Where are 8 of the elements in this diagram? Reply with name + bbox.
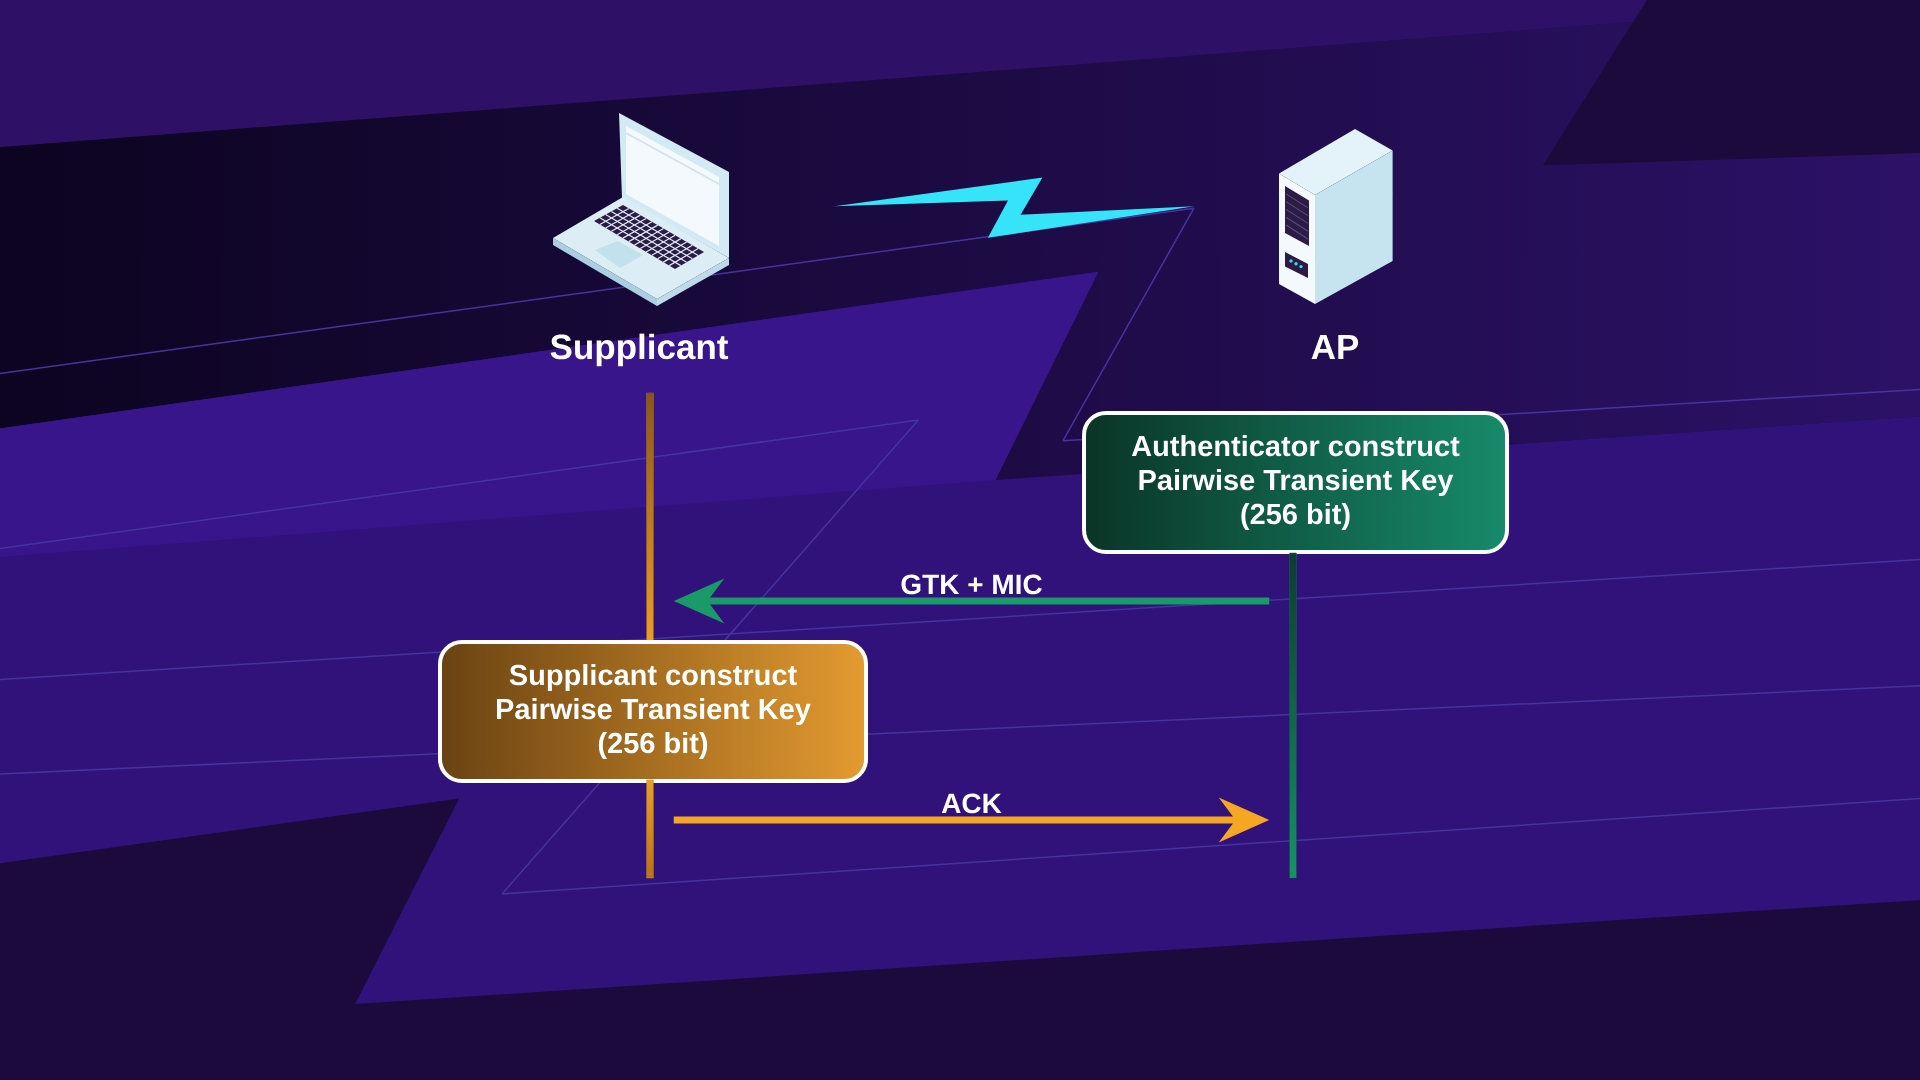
device-label: Supplicant — [550, 333, 729, 367]
process-box: Supplicant construct Pairwise Transient Key (256 bit) — [438, 640, 868, 783]
edge-label: GTK + MIC — [901, 574, 1042, 595]
process-box: Authenticator construct Pairwise Transient Key (256 bit) — [1082, 411, 1509, 554]
lifeline — [1289, 552, 1297, 879]
device-label: AP — [1311, 334, 1359, 359]
lifeline — [646, 779, 654, 879]
edge-label: ACK — [941, 793, 1002, 814]
